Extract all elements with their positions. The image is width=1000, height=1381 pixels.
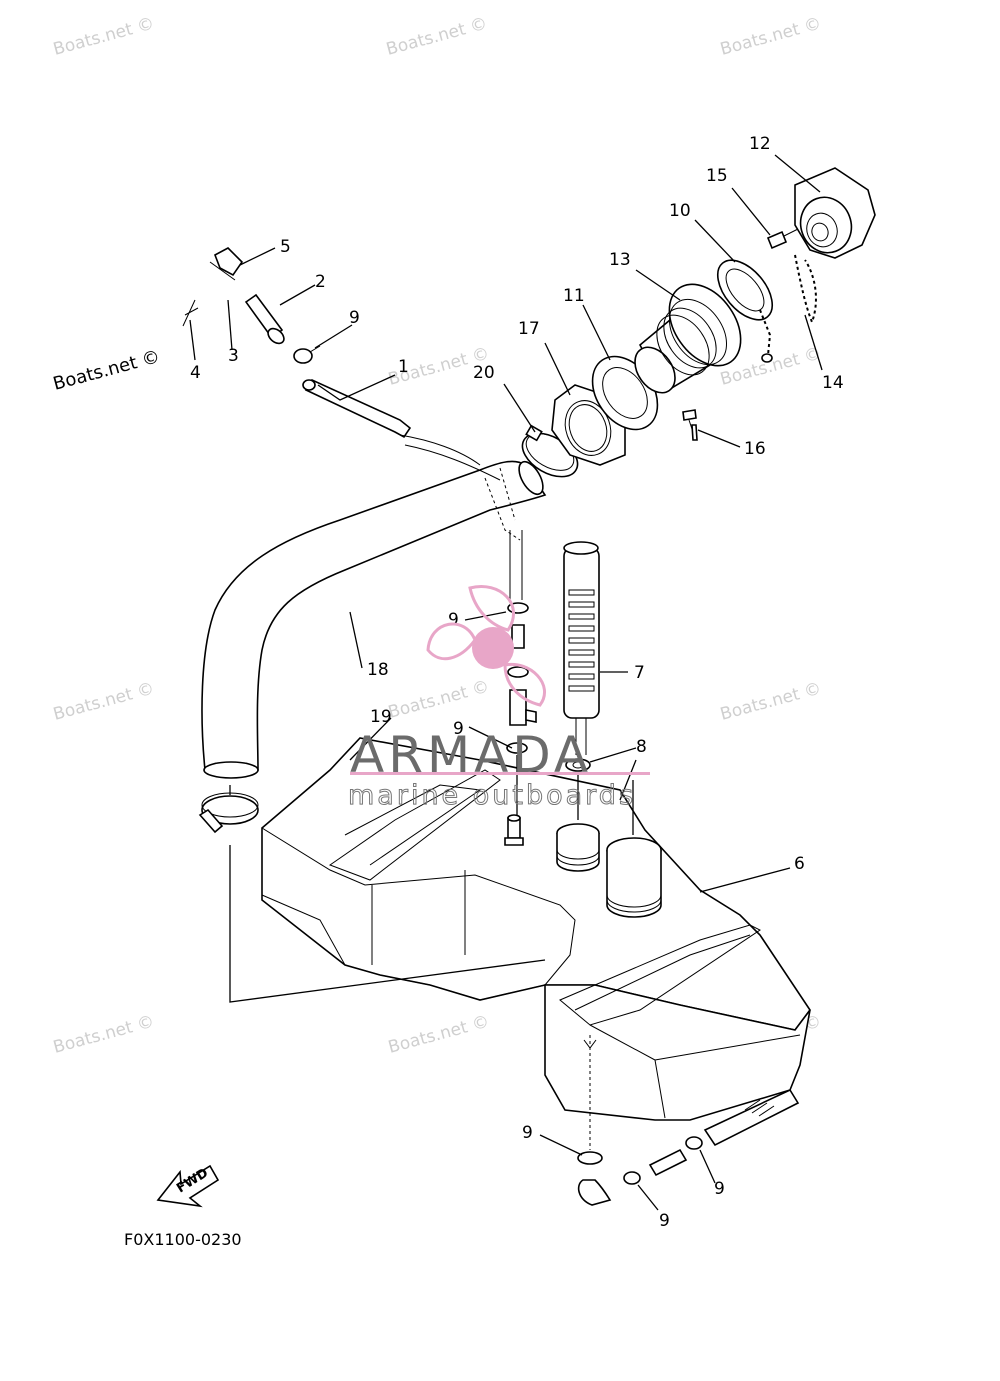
fwd-arrow: FWD [156, 1164, 220, 1208]
label-2: 2 [315, 272, 326, 292]
label-8: 8 [636, 737, 647, 757]
part-number-labels: 1 2 3 4 5 6 7 8 9 10 11 12 13 14 15 16 1… [190, 134, 844, 1231]
watermark: Boats.net © [386, 677, 491, 723]
watermark: Boats.net © [718, 14, 823, 60]
label-11: 11 [563, 286, 585, 306]
label-12: 12 [749, 134, 771, 154]
label-1: 1 [398, 357, 409, 377]
label-18: 18 [367, 660, 389, 680]
label-13: 13 [609, 250, 631, 270]
armada-logo: ARMADA marine outboards [348, 585, 650, 812]
watermark: Boats.net © [384, 14, 489, 60]
watermark: Boats.net © [51, 14, 156, 60]
fuel-fitting-top [182, 247, 321, 364]
fuel-tank [261, 737, 811, 1150]
watermark: Boats.net © [51, 679, 156, 725]
label-9-vent-upper: 9 [448, 610, 459, 630]
label-3: 3 [228, 346, 239, 366]
label-6: 6 [794, 854, 805, 874]
watermark: Boats.net © [51, 1012, 156, 1058]
brand-name: ARMADA [350, 726, 592, 784]
vent-joint [506, 602, 537, 815]
label-17: 17 [518, 319, 540, 339]
fuel-outlet-line [577, 1088, 800, 1206]
label-7: 7 [634, 663, 645, 683]
label-14: 14 [822, 373, 844, 393]
label-15: 15 [706, 166, 728, 186]
filler-hose [201, 460, 547, 779]
filler-neck-assembly [521, 167, 876, 478]
label-9-outlet: 9 [659, 1211, 670, 1231]
label-9-drain: 9 [522, 1123, 533, 1143]
label-19: 19 [370, 707, 392, 727]
label-10: 10 [669, 201, 691, 221]
label-9-vent-lower: 9 [453, 719, 464, 739]
hose-clamp-large [198, 785, 546, 1003]
label-9-line: 9 [714, 1179, 725, 1199]
watermark: Boats.net © [718, 679, 823, 725]
diagram-code: F0X1100-0230 [124, 1230, 242, 1249]
propeller-icon [426, 585, 547, 707]
label-9: 9 [349, 308, 360, 328]
watermark: Boats.net © [386, 1012, 491, 1058]
pickup-filter-tube [563, 541, 634, 835]
brand-tagline: marine outboards [348, 780, 636, 811]
label-5: 5 [280, 237, 291, 257]
label-20: 20 [473, 363, 495, 383]
label-4: 4 [190, 363, 201, 383]
label-16: 16 [744, 439, 766, 459]
watermark-dark: Boats.net © [51, 346, 163, 395]
brand-underline [350, 772, 650, 775]
